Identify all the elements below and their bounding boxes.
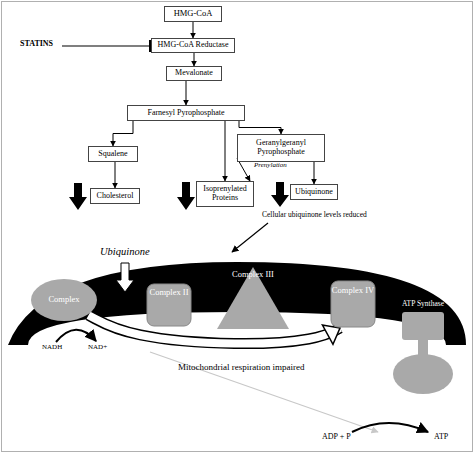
flow-arrow	[314, 162, 315, 184]
triangle-outline	[217, 267, 289, 329]
box-outline	[331, 281, 375, 327]
flow-arrow	[115, 162, 116, 188]
product-box: Cholesterol	[90, 188, 140, 204]
flow-arrow	[193, 22, 194, 38]
pointer-arrow	[232, 223, 268, 252]
molecule-label: Ubiquinone	[100, 246, 150, 258]
flow-arrow	[186, 81, 187, 105]
complex-triangle: Complex III	[216, 266, 290, 330]
molecule-label: NAD+	[88, 344, 107, 352]
enzyme-box: HMG-CoA Reductase	[151, 38, 235, 53]
electron-flow-arrow	[88, 315, 340, 344]
node-text: Complex	[48, 295, 79, 304]
decrease-arrow	[69, 183, 87, 210]
node-text: ATP Synthase	[402, 300, 444, 308]
connector-line	[115, 162, 116, 188]
flow-arrow	[239, 121, 281, 134]
complex-box: Complex II	[146, 283, 192, 327]
faint-arrow	[150, 352, 378, 432]
connector-line	[194, 53, 195, 66]
connector-line	[225, 121, 226, 181]
reaction-arrow	[56, 330, 96, 342]
node-text: HMG-CoA	[174, 9, 213, 18]
ellipse-outline	[31, 279, 97, 321]
connector-line	[113, 121, 133, 146]
node-text: Squalene	[98, 150, 127, 159]
complex-box: Complex IV	[330, 280, 376, 328]
note-text: Cellular ubiquinone levels reduced	[262, 211, 367, 219]
node-text: Ubiquinone	[295, 188, 333, 197]
flow-arrow	[113, 121, 133, 146]
molecule-label: ADP + P	[322, 433, 351, 442]
synthase-stalk	[418, 340, 428, 356]
arrow-outline	[88, 315, 340, 343]
box-outline	[147, 284, 191, 326]
connector-line	[193, 22, 194, 38]
node-text: Mevalonate	[175, 69, 213, 78]
process-box: Mevalonate	[166, 66, 222, 81]
flow-arrow	[194, 53, 195, 66]
node-text: Cholesterol	[97, 192, 134, 201]
process-box: Farnesyl Pyrophosphate	[127, 105, 245, 121]
molecule-label: NADH	[42, 344, 62, 352]
product-box: Isoprenylated Proteins	[196, 181, 254, 207]
process-box: HMG-CoA	[164, 6, 222, 22]
reaction-arrow	[352, 423, 428, 432]
molecule-label: ATP	[434, 433, 448, 442]
process-box: Squalene	[88, 146, 138, 162]
ubiquinone-arrow	[116, 263, 134, 292]
synthase-head	[402, 312, 444, 340]
arrow-body	[88, 315, 340, 343]
process-box: Geranylgeranyl Pyrophosphate	[237, 134, 325, 162]
node-text: Complex III	[232, 270, 274, 279]
node-text: Complex IV	[332, 286, 374, 295]
atp-synthase-shape	[392, 298, 454, 398]
arrow-head	[322, 325, 340, 344]
mitochondrial-membrane	[8, 262, 466, 345]
node-text: HMG-CoA Reductase	[158, 41, 229, 50]
node-text: Geranylgeranyl Pyrophosphate	[238, 139, 324, 157]
connector-line	[314, 162, 315, 184]
edge-label: Prenylation	[254, 162, 287, 170]
decrease-arrow	[177, 182, 195, 210]
product-box: Ubiquinone	[290, 184, 338, 200]
node-text: Isoprenylated Proteins	[197, 185, 253, 203]
complex-ellipse: Complex	[30, 278, 98, 322]
synthase-base	[393, 354, 453, 394]
node-text: Complex II	[150, 288, 189, 297]
connector-line	[186, 81, 187, 105]
decrease-arrow	[271, 182, 289, 207]
note-text: Mitochondrial respiration impaired	[178, 363, 304, 373]
flow-arrow	[225, 121, 226, 181]
drug-label: STATINS	[20, 40, 53, 49]
connector-line	[239, 121, 281, 134]
inhibition-line	[62, 45, 150, 46]
node-text: Farnesyl Pyrophosphate	[147, 109, 224, 118]
atp-synthase: ATP Synthase	[392, 298, 454, 398]
